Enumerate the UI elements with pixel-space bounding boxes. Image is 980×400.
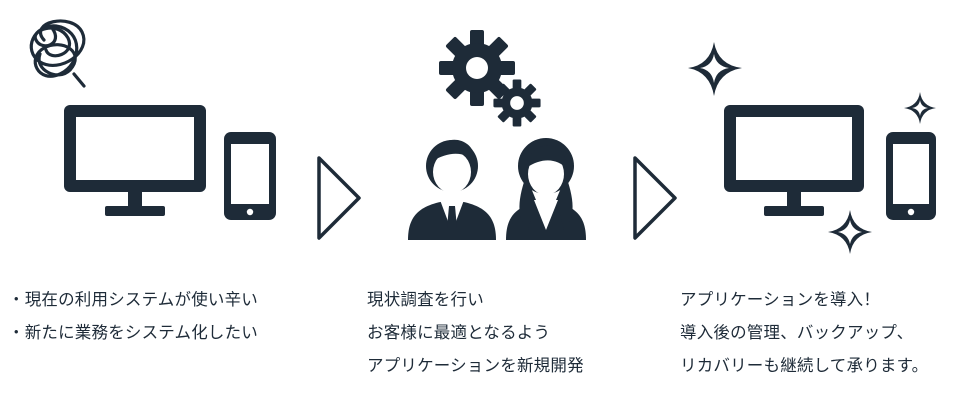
- text-line: アプリケーションを導入！: [680, 290, 881, 309]
- text-line: 導入後の管理、バックアップ、: [680, 323, 914, 342]
- text-line: リカバリーも継続して承ります。: [680, 356, 929, 375]
- businessman-icon: [408, 139, 496, 240]
- text-line: ・新たに業務をシステム化したい: [8, 323, 259, 342]
- businesswoman-icon: [506, 138, 586, 240]
- gear-icon: [439, 30, 541, 127]
- text-line: アプリケーションを新規開発: [367, 356, 584, 375]
- step-process-text: 現状調査を行い お客様に最適となるよう アプリケーションを新規開発: [367, 283, 584, 382]
- monitor-icon: [64, 105, 206, 216]
- sparkle-icon: [688, 42, 936, 254]
- smartphone-icon: [886, 132, 936, 220]
- arrow-right-icon: [633, 156, 677, 240]
- step-result-text: アプリケーションを導入！ 導入後の管理、バックアップ、 リカバリーも継続して承り…: [680, 283, 928, 382]
- monitor-icon: [724, 105, 864, 216]
- tangle-icon: [29, 19, 86, 88]
- step-problem-text: ・現在の利用システムが使い辛い ・新たに業務をシステム化したい: [8, 283, 258, 349]
- smartphone-icon: [224, 132, 276, 220]
- text-line: ・現在の利用システムが使い辛い: [8, 290, 259, 309]
- text-line: お客様に最適となるよう: [367, 323, 551, 342]
- text-line: 現状調査を行い: [367, 290, 484, 309]
- arrow-right-icon: [317, 156, 361, 240]
